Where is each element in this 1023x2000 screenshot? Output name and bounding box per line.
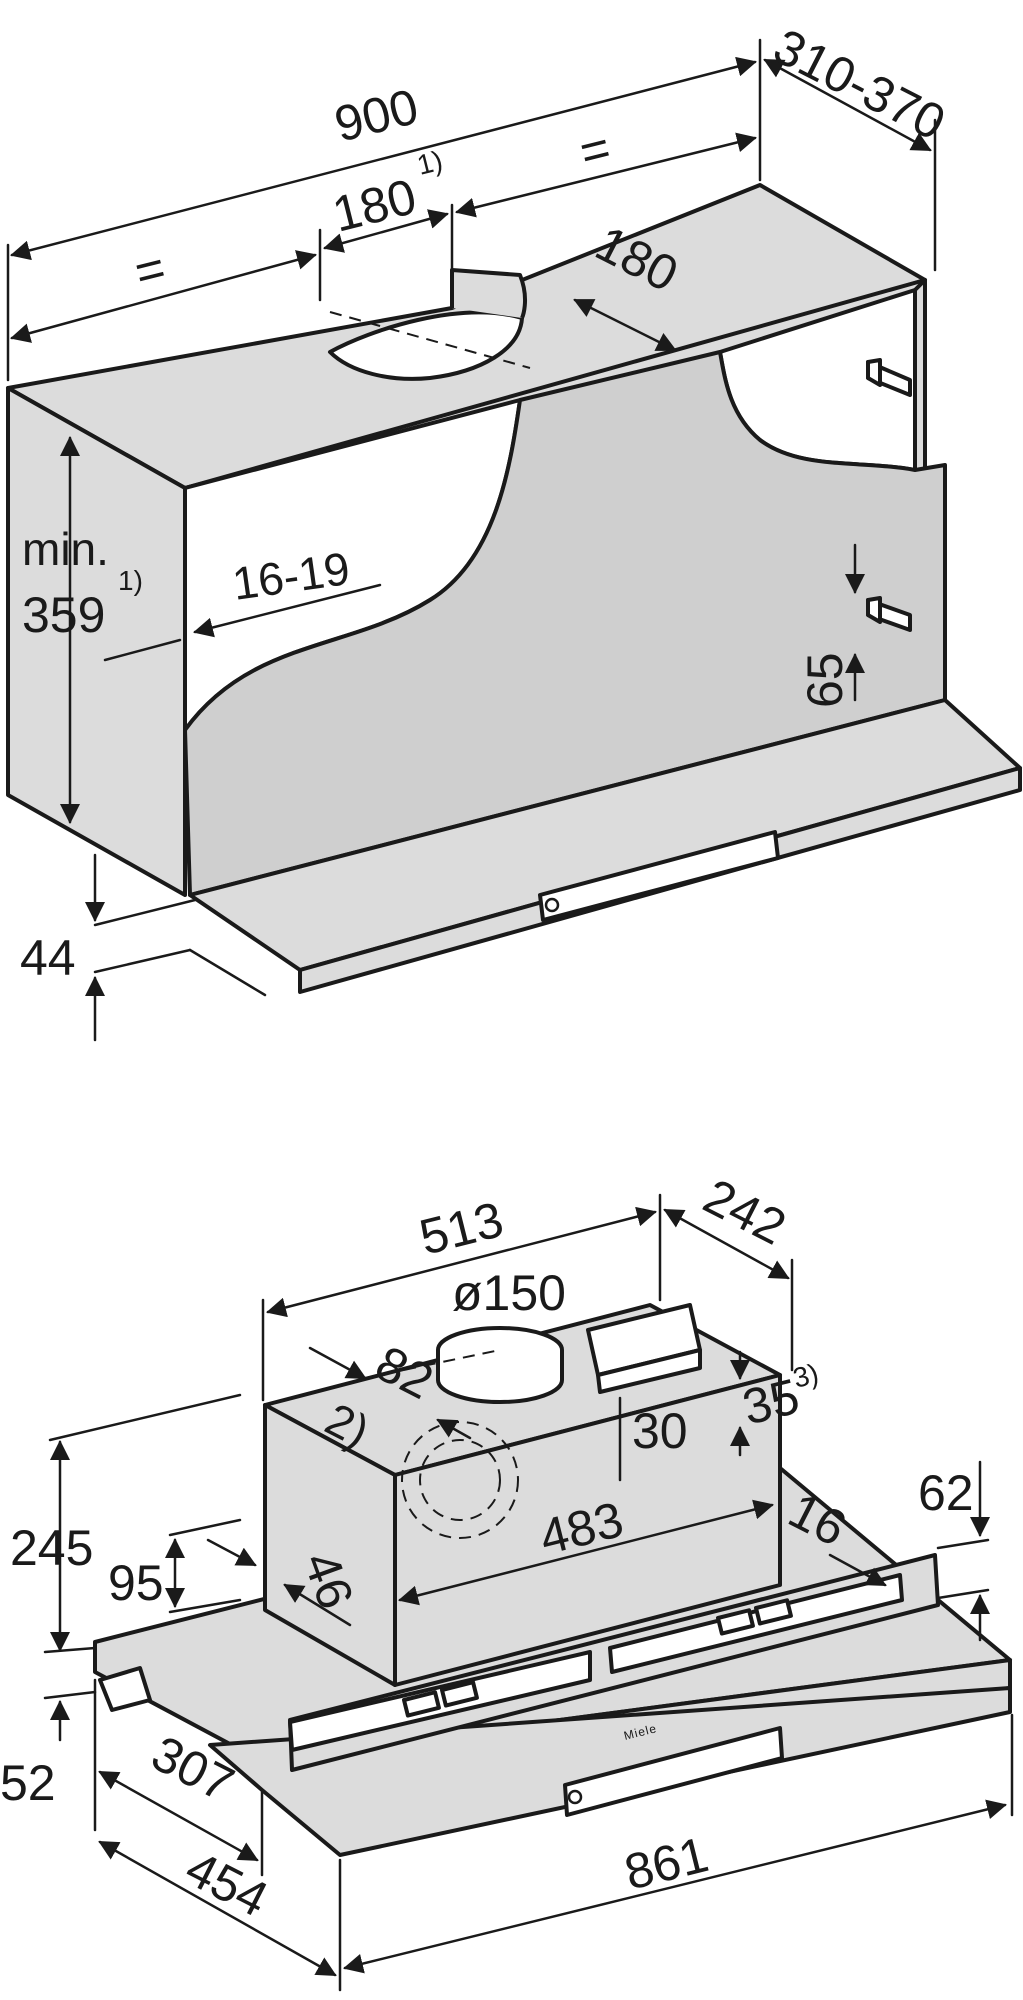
dim-95-label: 95 <box>108 1555 164 1611</box>
min-height-note: 1) <box>118 565 143 596</box>
dim-52-label: 52 <box>0 1755 56 1811</box>
upper-bracket <box>866 358 912 397</box>
lower-bracket <box>866 596 912 632</box>
duct-offset-note: 1) <box>414 145 446 181</box>
duct-cutout <box>328 310 524 381</box>
width-label: 900 <box>329 78 424 153</box>
hood-unit-view: Miele 513 242 <box>0 1168 1014 1992</box>
base-bracket-left <box>98 1666 152 1712</box>
depth-range-label: 310-370 <box>765 18 954 151</box>
dim-62-label: 62 <box>918 1465 974 1521</box>
cabinet-left-panel <box>6 386 187 897</box>
hood-frame-slot-right <box>608 1573 904 1674</box>
motor-depth-label: 242 <box>695 1168 795 1256</box>
hood-control-knob <box>544 897 560 913</box>
cabinet-view: 900 310-370 = 180 1) = 180 min. 359 1) 1… <box>6 18 1022 1042</box>
dim-35-label: 35 <box>737 1368 805 1436</box>
equal-right-label: = <box>574 119 616 180</box>
bracket-height-label: 65 <box>797 652 853 708</box>
bottom-gap-label: 44 <box>20 930 76 986</box>
outlet-diameter-label: ø150 <box>452 1265 566 1321</box>
min-height-label: 359 <box>22 587 105 643</box>
hood-front-panel <box>183 350 947 897</box>
hood-frame-slot-left <box>288 1650 592 1752</box>
dim-30-label: 30 <box>632 1403 688 1459</box>
vent-right <box>716 1598 793 1636</box>
motor-housing-side <box>263 1403 397 1687</box>
hood-control-bar <box>538 830 780 922</box>
duct-notch <box>450 268 528 319</box>
equal-left-label: = <box>129 239 171 300</box>
height-245-label: 245 <box>10 1520 93 1576</box>
duct-offset-label: 180 <box>327 168 422 243</box>
min-label: min. <box>22 523 109 575</box>
vent-left <box>402 1680 479 1718</box>
outlet-ring <box>436 1326 564 1404</box>
total-width-label: 861 <box>619 1826 714 1901</box>
